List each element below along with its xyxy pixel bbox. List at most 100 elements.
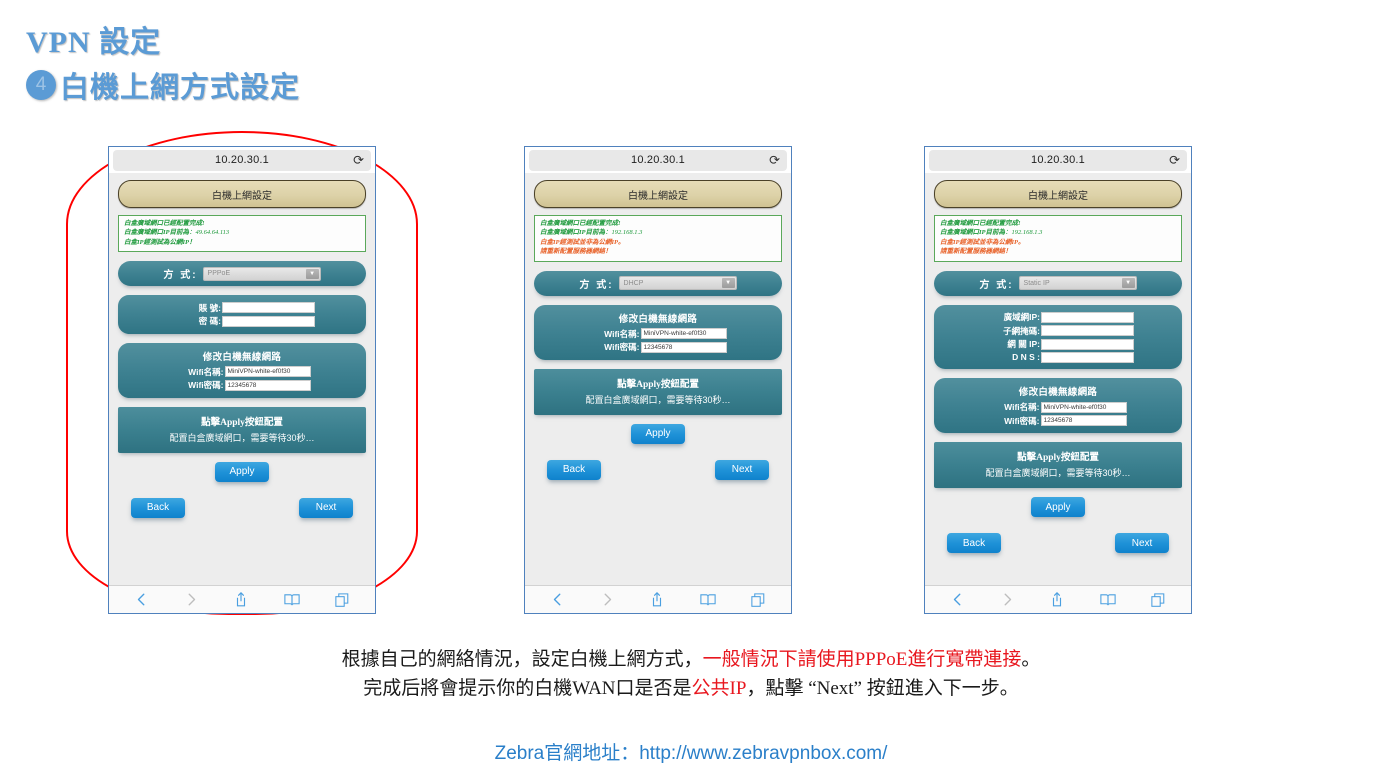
share-icon[interactable]: [234, 591, 248, 608]
static-field-input[interactable]: [1041, 338, 1134, 350]
static-field-label: 子網掩碼:: [1003, 325, 1040, 336]
hint-line-2: 配置白盒廣域網口，需要等待30秒…: [169, 432, 315, 443]
account-label: 賬 號:: [198, 302, 221, 313]
mode-label: 方 式:: [979, 279, 1014, 291]
static-field-input[interactable]: [1041, 325, 1134, 337]
status-line: 白盒廣域網口已經配置完成!: [540, 220, 621, 227]
caption-line2-part-c: ，點擊 “Next” 按鈕進入下一步。: [746, 678, 1019, 699]
browser-toolbar: [925, 585, 1191, 613]
hint-line-2: 配置白盒廣域網口，需要等待30秒…: [585, 394, 731, 405]
back-chevron-icon[interactable]: [551, 591, 565, 608]
wifi-password-input[interactable]: 12345678: [1040, 415, 1127, 427]
mode-selector-panel: 方 式: DHCP ▼: [534, 270, 782, 296]
mode-select[interactable]: DHCP ▼: [618, 276, 737, 291]
wifi-name-value: MiniVPN-white-ef0f30: [227, 368, 291, 376]
phone-screenshot-pppoe: 10.20.30.1 ⟳ 白機上網設定 白盒廣域網口已經配置完成!白盒廣域網口I…: [108, 146, 376, 614]
heading-subtitle-row: 4 白機上網方式設定: [26, 64, 300, 106]
credentials-panel: 賬 號: 密 碼:: [118, 295, 366, 334]
wifi-section-title: 修改白機無線網路: [202, 351, 282, 363]
status-line: 白盒廣域網口已經配置完成!: [124, 220, 205, 227]
mode-select[interactable]: PPPoE ▼: [202, 266, 321, 281]
wifi-name-label: Wifi名稱:: [1004, 402, 1040, 413]
url-field[interactable]: 10.20.30.1 ⟳: [529, 149, 787, 171]
wifi-password-label: Wifi密碼:: [188, 380, 224, 391]
next-button[interactable]: Next: [1115, 533, 1169, 554]
status-line: 白盒廣域網口IP目前為：192.168.1.3: [940, 229, 1043, 237]
browser-toolbar: [109, 585, 375, 613]
caption-line-1: 根據自己的網絡情況，設定白機上網方式，一般情況下請使用PPPoE進行寬帶連接。: [0, 645, 1382, 674]
mode-label: 方 式:: [163, 270, 198, 282]
mode-selector-panel: 方 式: PPPoE ▼: [118, 261, 366, 287]
browser-address-bar: 10.20.30.1 ⟳: [109, 147, 375, 173]
hint-line-2: 配置白盒廣域網口，需要等待30秒…: [985, 468, 1131, 479]
static-field-label: D N S :: [1012, 352, 1040, 363]
account-input[interactable]: [222, 302, 315, 314]
share-icon[interactable]: [1050, 591, 1064, 608]
static-field-input[interactable]: [1041, 311, 1134, 323]
tabs-icon[interactable]: [1151, 592, 1165, 608]
wifi-password-value: 12345678: [643, 343, 673, 351]
url-text: 10.20.30.1: [215, 154, 269, 166]
footer-url[interactable]: http://www.zebravpnbox.com/: [639, 743, 888, 764]
next-button[interactable]: Next: [299, 497, 353, 518]
apply-button[interactable]: Apply: [215, 461, 269, 482]
phone-screenshot-dhcp: 10.20.30.1 ⟳ 白機上網設定 白盒廣域網口已經配置完成!白盒廣域網口I…: [524, 146, 792, 614]
caption-line2-highlight: 公共IP: [691, 678, 747, 699]
forward-chevron-icon[interactable]: [600, 591, 614, 608]
book-icon[interactable]: [1099, 592, 1116, 608]
back-button[interactable]: Back: [947, 533, 1001, 554]
mode-selector-panel: 方 式: Static IP ▼: [934, 270, 1182, 296]
wifi-password-input[interactable]: 12345678: [224, 379, 311, 391]
chevron-down-icon[interactable]: ▼: [1121, 278, 1135, 289]
wifi-name-label: Wifi名稱:: [188, 366, 224, 377]
mode-select-value: Static IP: [1023, 279, 1050, 287]
tabs-icon[interactable]: [751, 592, 765, 608]
book-icon[interactable]: [283, 592, 300, 608]
wifi-password-value: 12345678: [1043, 417, 1073, 425]
wifi-password-label: Wifi密碼:: [604, 342, 640, 353]
back-button[interactable]: Back: [131, 497, 185, 518]
share-icon[interactable]: [650, 591, 664, 608]
mode-select[interactable]: Static IP ▼: [1018, 276, 1137, 291]
wifi-name-input[interactable]: MiniVPN-white-ef0f30: [640, 328, 727, 340]
password-input[interactable]: [222, 315, 315, 327]
wifi-name-input[interactable]: MiniVPN-white-ef0f30: [1040, 401, 1127, 413]
reload-icon[interactable]: ⟳: [353, 152, 364, 168]
static-field-label: 廣域網IP:: [1003, 312, 1040, 323]
wifi-name-input[interactable]: MiniVPN-white-ef0f30: [224, 366, 311, 378]
back-button[interactable]: Back: [547, 459, 601, 480]
book-icon[interactable]: [699, 592, 716, 608]
back-chevron-icon[interactable]: [951, 591, 965, 608]
status-line: 白盒廣域網口IP目前為：49.64.64.113: [124, 229, 230, 237]
status-line: 白盒IP經測試並非為公網IP。: [940, 238, 1025, 246]
reload-icon[interactable]: ⟳: [769, 152, 780, 168]
status-line: 白盒IP經測試並非為公網IP。: [540, 238, 625, 246]
forward-chevron-icon[interactable]: [184, 591, 198, 608]
caption-block: 根據自己的網絡情況，設定白機上網方式，一般情況下請使用PPPoE進行寬帶連接。 …: [0, 645, 1382, 703]
browser-address-bar: 10.20.30.1 ⟳: [525, 147, 791, 173]
static-field-input[interactable]: [1041, 351, 1134, 363]
phone-screenshot-static: 10.20.30.1 ⟳ 白機上網設定 白盒廣域網口已經配置完成!白盒廣域網口I…: [924, 146, 1192, 614]
caption-line1-part-a: 根據自己的網絡情況，設定白機上網方式，: [341, 649, 703, 670]
next-button[interactable]: Next: [715, 459, 769, 480]
apply-button[interactable]: Apply: [1031, 497, 1085, 518]
tabs-icon[interactable]: [335, 592, 349, 608]
reload-icon[interactable]: ⟳: [1169, 152, 1180, 168]
wifi-password-input[interactable]: 12345678: [640, 341, 727, 353]
wifi-settings-panel: 修改白機無線網路 Wifi名稱: MiniVPN-white-ef0f30 Wi…: [934, 378, 1182, 434]
url-field[interactable]: 10.20.30.1 ⟳: [929, 149, 1187, 171]
wifi-password-label: Wifi密碼:: [1004, 415, 1040, 426]
caption-line1-highlight: 一般情況下請使用PPPoE進行寬帶連接: [702, 649, 1022, 670]
back-chevron-icon[interactable]: [135, 591, 149, 608]
wifi-settings-panel: 修改白機無線網路 Wifi名稱: MiniVPN-white-ef0f30 Wi…: [118, 342, 366, 398]
forward-chevron-icon[interactable]: [1000, 591, 1014, 608]
apply-button[interactable]: Apply: [631, 423, 685, 444]
url-text: 10.20.30.1: [631, 154, 685, 166]
chevron-down-icon[interactable]: ▼: [721, 278, 735, 289]
browser-address-bar: 10.20.30.1 ⟳: [925, 147, 1191, 173]
chevron-down-icon[interactable]: ▼: [305, 268, 319, 279]
apply-hint-panel: 點擊Apply按鈕配置 配置白盒廣域網口，需要等待30秒…: [118, 406, 366, 453]
url-field[interactable]: 10.20.30.1 ⟳: [113, 149, 371, 171]
